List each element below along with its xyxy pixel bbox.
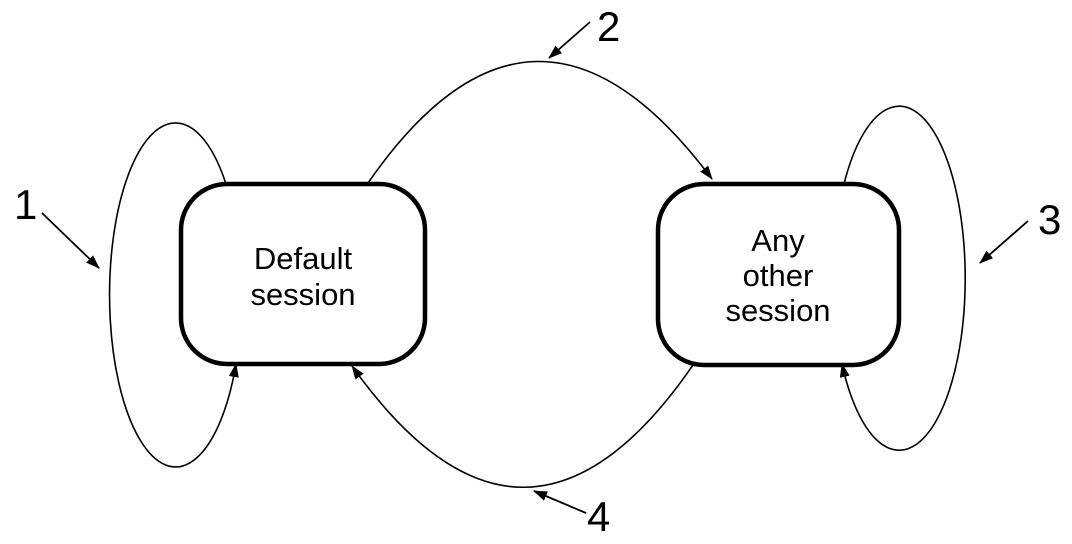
state-any-other-session (655, 181, 902, 368)
state-any-other-session-label-line3: session (725, 293, 830, 328)
state-default-session-label-line2: session (250, 277, 355, 312)
transition-label-2: 2 (597, 3, 620, 50)
transition-self-loop-left (108, 122, 239, 468)
state-default-session (178, 181, 428, 367)
label-1-pointer-arrow (41, 212, 100, 269)
label-3-pointer-arrow (979, 220, 1029, 264)
label-2-pointer-arrow (548, 21, 591, 59)
state-default-session-label-line1: Default (254, 241, 353, 276)
transition-arc-top (367, 60, 713, 184)
transition-label-3: 3 (1038, 196, 1061, 243)
state-any-other-session-label-line1: Any (751, 223, 805, 258)
transition-arc-bottom (351, 364, 694, 488)
transition-self-loop-right (839, 105, 966, 451)
transition-label-4: 4 (587, 493, 610, 540)
state-any-other-session-label-line2: other (743, 258, 814, 293)
transition-label-1: 1 (14, 181, 37, 228)
label-4-pointer-arrow (533, 490, 587, 514)
